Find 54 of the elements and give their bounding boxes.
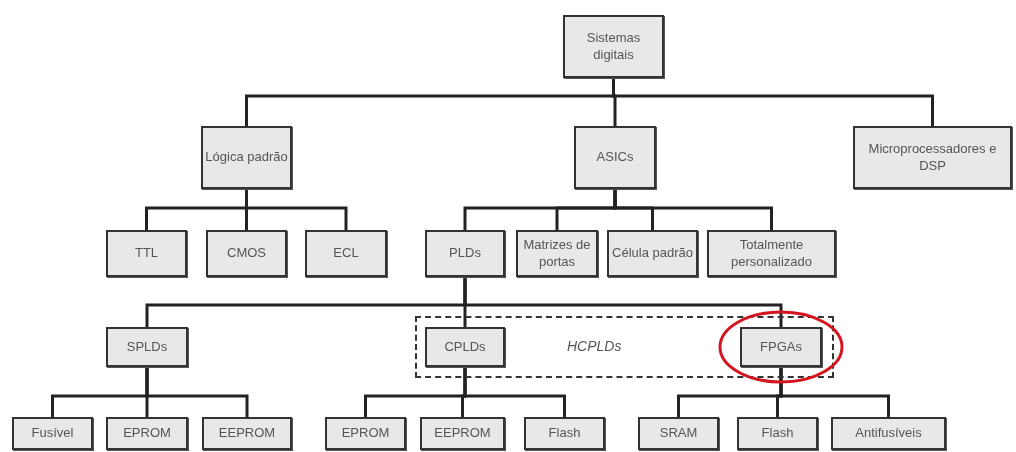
connector-line bbox=[463, 367, 566, 417]
category-box bbox=[707, 230, 836, 277]
node-label: ECL bbox=[333, 245, 359, 262]
node-label: Sistemas digitais bbox=[585, 30, 642, 63]
node-label: Flash bbox=[761, 425, 794, 442]
category-box bbox=[206, 230, 287, 277]
category-box bbox=[831, 417, 946, 450]
connector-line bbox=[245, 189, 348, 230]
node-label: SPLDs bbox=[126, 338, 168, 356]
node-label: Totalmente personalizado bbox=[730, 237, 813, 270]
dashed-group-box bbox=[415, 316, 834, 378]
category-box bbox=[607, 230, 698, 277]
category-box bbox=[106, 327, 188, 367]
category-box bbox=[305, 230, 387, 277]
group-label: HCPLDs bbox=[567, 338, 622, 354]
category-box bbox=[524, 417, 605, 450]
category-box bbox=[425, 327, 505, 367]
connector-line bbox=[145, 367, 249, 417]
category-box bbox=[106, 417, 188, 450]
category-box bbox=[563, 15, 664, 78]
category-box bbox=[516, 230, 598, 277]
category-box bbox=[106, 230, 187, 277]
node-label: SRAM bbox=[659, 425, 698, 442]
category-box bbox=[325, 417, 406, 450]
node-label: Célula padrão bbox=[612, 245, 693, 262]
category-box bbox=[425, 230, 505, 277]
category-box bbox=[201, 126, 292, 189]
node-label: FPGAs bbox=[760, 338, 802, 356]
category-box bbox=[202, 417, 292, 450]
category-box bbox=[737, 417, 818, 450]
node-label: TTL bbox=[134, 245, 159, 262]
category-box bbox=[574, 126, 656, 189]
category-box bbox=[853, 126, 1012, 189]
node-label: Antifusíveis bbox=[855, 425, 922, 442]
category-box bbox=[420, 417, 505, 450]
node-label: EEPROM bbox=[434, 425, 491, 442]
node-label: PLDs bbox=[449, 245, 481, 262]
connector-line bbox=[613, 189, 773, 230]
node-label: Fusível bbox=[31, 425, 74, 442]
node-label: CPLDs bbox=[444, 338, 486, 356]
node-label: Lógica padrão bbox=[205, 149, 288, 166]
category-box bbox=[638, 417, 719, 450]
node-label: CMOS bbox=[227, 245, 266, 262]
node-label: Matrizes de portas bbox=[522, 237, 592, 270]
category-box bbox=[12, 417, 93, 450]
connector-line bbox=[779, 367, 890, 417]
node-label: EEPROM bbox=[218, 425, 276, 442]
node-label: Flash bbox=[548, 425, 581, 442]
node-label: EPROM bbox=[341, 425, 390, 442]
node-label: ASICs bbox=[596, 149, 634, 166]
node-label: Microprocessadores e DSP bbox=[867, 141, 998, 174]
category-box bbox=[740, 327, 822, 367]
connector-line bbox=[463, 277, 783, 327]
node-label: EPROM bbox=[123, 425, 171, 442]
